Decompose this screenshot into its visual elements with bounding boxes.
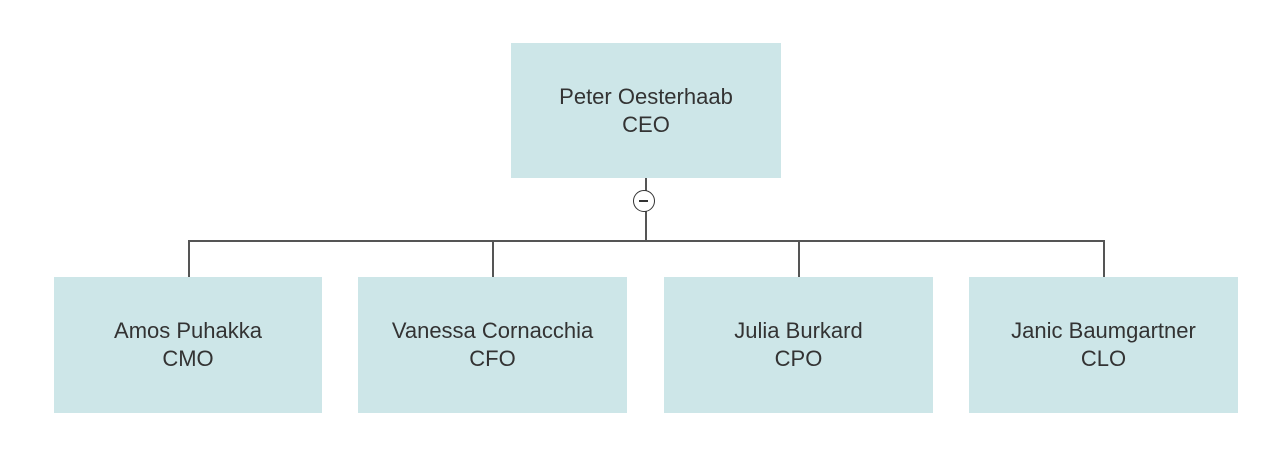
node-title: CPO: [774, 346, 823, 371]
node-title: CFO: [469, 346, 516, 371]
node-name: Janic Baumgartner: [1011, 318, 1196, 343]
connector-child-4: [1103, 240, 1105, 277]
node-title: CEO: [622, 111, 670, 137]
node-title: CLO: [1080, 346, 1127, 371]
connector-child-1: [188, 240, 190, 277]
node-clo[interactable]: Janic Baumgartner CLO: [969, 277, 1238, 413]
node-name: Amos Puhakka: [114, 318, 262, 343]
collapse-minus-icon[interactable]: [633, 190, 655, 212]
node-cpo[interactable]: Julia Burkard CPO: [664, 277, 933, 413]
connector-child-2: [492, 240, 494, 277]
connector-horizontal: [188, 240, 1105, 242]
connector-child-3: [798, 240, 800, 277]
node-cfo[interactable]: Vanessa Cornacchia CFO: [358, 277, 627, 413]
node-cmo[interactable]: Amos Puhakka CMO: [54, 277, 322, 413]
node-name: Peter Oesterhaab: [559, 83, 733, 109]
node-ceo[interactable]: Peter Oesterhaab CEO: [511, 43, 781, 178]
node-title: CMO: [162, 346, 214, 371]
node-name: Julia Burkard: [734, 318, 863, 343]
node-name: Vanessa Cornacchia: [391, 318, 594, 343]
